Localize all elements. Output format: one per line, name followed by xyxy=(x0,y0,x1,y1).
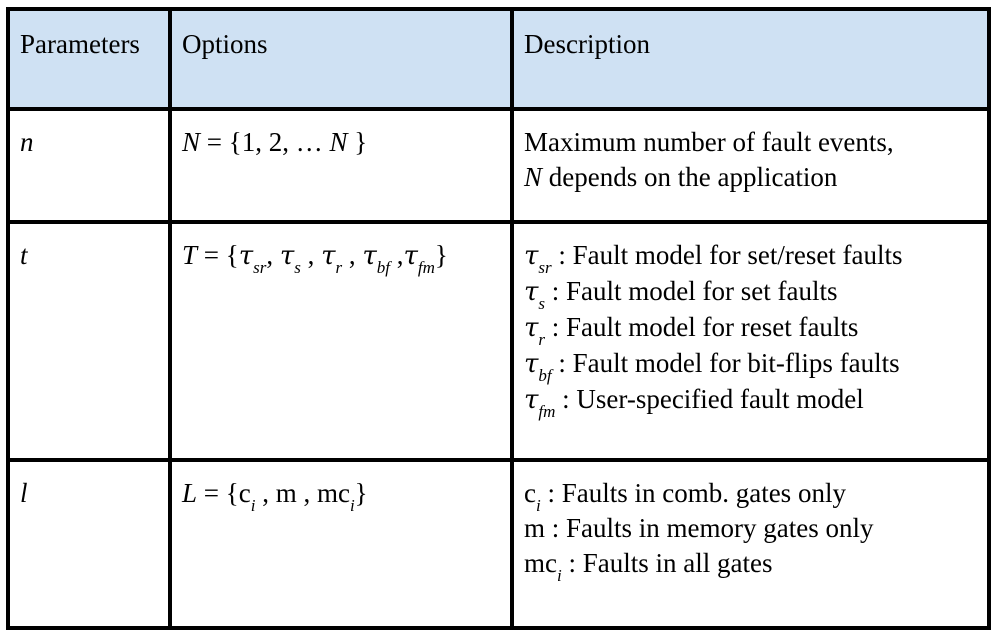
param-cell: n xyxy=(6,107,172,224)
description-line: τs : Fault model for set faults xyxy=(524,276,838,313)
table-header-row: Parameters Options Description xyxy=(6,7,991,111)
table-row: t T = {τsr, τs , τr , τbf ,τfm} τsr : Fa… xyxy=(6,220,991,462)
description-cell: Maximum number of fault events, N depend… xyxy=(510,107,991,224)
param-symbol: t xyxy=(20,240,28,270)
table-row: l L = {ci , m , mci} ci : Faults in comb… xyxy=(6,458,991,630)
description-line: τr : Fault model for reset faults xyxy=(524,312,859,349)
description-line: Maximum number of fault events, xyxy=(524,127,894,157)
header-parameters: Parameters xyxy=(6,7,172,111)
description-cell: ci : Faults in comb. gates only m : Faul… xyxy=(510,458,991,630)
table-row: n N = {1, 2, … N } Maximum number of fau… xyxy=(6,107,991,224)
param-symbol: n xyxy=(20,127,34,157)
description-line: τsr : Fault model for set/reset faults xyxy=(524,240,903,277)
description-cell: τsr : Fault model for set/reset faults τ… xyxy=(510,220,991,462)
description-line: τfm : User-specified fault model xyxy=(524,384,864,421)
description-line: N depends on the application xyxy=(524,162,838,192)
option-cell: T = {τsr, τs , τr , τbf ,τfm} xyxy=(168,220,514,462)
parameters-table: Parameters Options Description n N = {1,… xyxy=(6,7,991,630)
option-cell: N = {1, 2, … N } xyxy=(168,107,514,224)
description-line: m : Faults in memory gates only xyxy=(524,513,874,543)
param-cell: l xyxy=(6,458,172,630)
header-options: Options xyxy=(168,7,514,111)
param-cell: t xyxy=(6,220,172,462)
description-line: ci : Faults in comb. gates only xyxy=(524,478,846,515)
header-description: Description xyxy=(510,7,991,111)
option-cell: L = {ci , m , mci} xyxy=(168,458,514,630)
description-line: mci : Faults in all gates xyxy=(524,548,773,585)
param-symbol: l xyxy=(20,478,28,508)
description-line: τbf : Fault model for bit-flips faults xyxy=(524,348,900,385)
